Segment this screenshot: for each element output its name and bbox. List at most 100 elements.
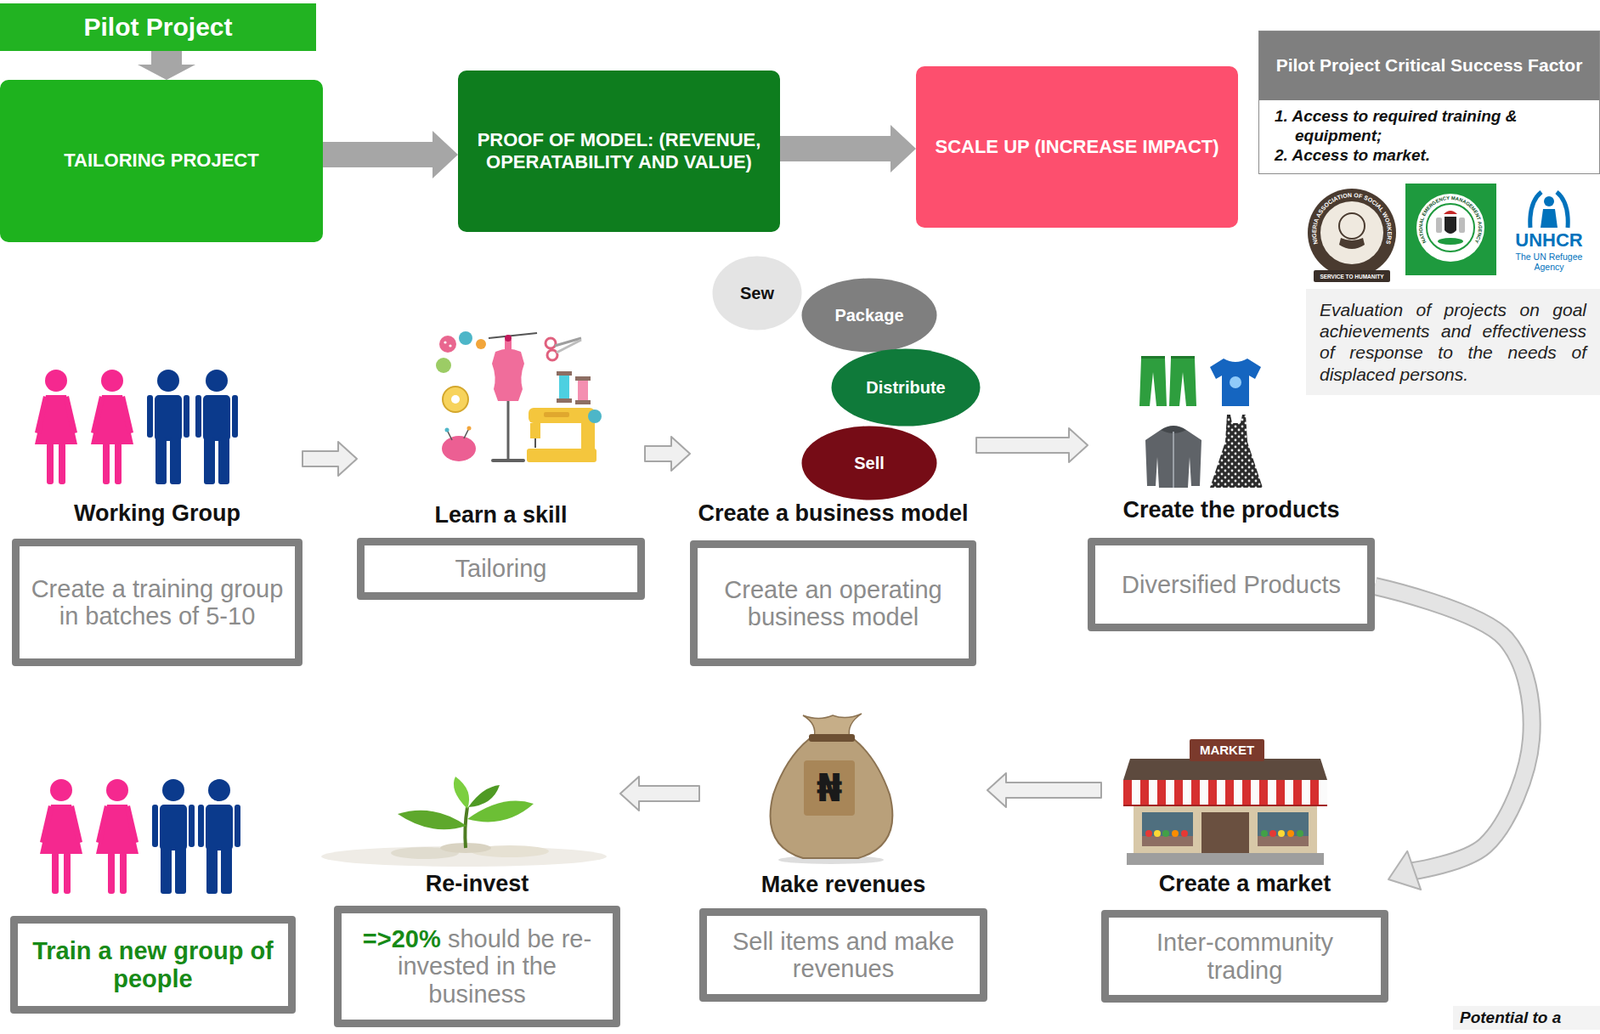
note-text: Evaluation of projects on goal achieveme… (1319, 299, 1587, 385)
process-step: Make revenuesSell items and make revenue… (699, 705, 988, 1002)
step-box: Create a training group in batches of 5-… (11, 538, 303, 667)
flow-arrow (976, 428, 1088, 463)
ellipse-label: Package (834, 305, 904, 326)
plant-illustration (397, 810, 467, 830)
sewing-kit-illustration (547, 350, 558, 361)
step-text-line: Sell items and make revenues (732, 927, 955, 983)
sewing-kit-illustration (587, 409, 602, 424)
flow-arrow (137, 50, 196, 80)
flow-arrow (620, 776, 700, 811)
step-heading: Learn a skill (305, 500, 696, 530)
nema-logo (1416, 193, 1485, 262)
box-label: SCALE UP (INCREASE IMPACT) (934, 135, 1219, 159)
sewing-kit-illustration (543, 412, 570, 418)
step-text-line: =>20% (362, 925, 441, 953)
sewing-kit-illustration (439, 335, 457, 353)
market-illustration (1123, 758, 1328, 781)
sign-text: MARKET (1189, 740, 1265, 761)
flow-arrow (1374, 586, 1533, 890)
sewing-kit-illustration (545, 338, 556, 349)
market-illustration (1142, 836, 1193, 847)
nasw-logo (1339, 213, 1365, 239)
logo-text: UNHCR (1503, 229, 1595, 251)
money-bag-illustration (808, 734, 855, 742)
sewing-kit-illustration (458, 331, 473, 345)
sewing-kit-illustration (435, 357, 452, 374)
ellipse-label: Sell (853, 453, 885, 474)
clothes-illustration (1139, 358, 1167, 407)
step-text-line: Tailoring (455, 554, 548, 583)
footer-note: Potential to a (1453, 1006, 1600, 1030)
unhcr-logo (1503, 183, 1595, 278)
ellipse-label: Sew (740, 283, 775, 304)
ellipse-fill (802, 426, 938, 501)
nasw-logo (1320, 201, 1384, 265)
step-text-line: Create a training group in batches of 5-… (31, 575, 284, 630)
ellipse-fill (831, 349, 981, 427)
market-illustration (1257, 836, 1309, 847)
sewing-kit-illustration (445, 428, 450, 433)
step-box: =>20%should be re-invested in the busine… (333, 905, 621, 1028)
market-illustration (1189, 739, 1265, 762)
sewing-kit-illustration (475, 339, 487, 350)
box-label: Train a new group of people (26, 937, 280, 993)
block-arrow (620, 776, 700, 811)
step-box: Create an operating business model (689, 540, 977, 667)
nema-logo (1458, 217, 1465, 233)
money-bag-illustration (802, 713, 862, 738)
logo-text-group: NIGERIA ASSOCIATION OF SOCIAL WORKERSSER… (1311, 192, 1393, 280)
success-factor-panel: Pilot Project Critical Success Factor1. … (1258, 30, 1600, 175)
step-heading: Re-invest (282, 869, 672, 899)
step-text: Create a training group in batches of 5-… (28, 575, 287, 631)
clothes-illustration (1209, 414, 1263, 488)
market-illustration (1153, 830, 1161, 837)
panel-header: Pilot Project Critical Success Factor (1259, 31, 1600, 101)
logo-text: NATIONAL EMERGENCY MANAGEMENT AGENCY (1418, 195, 1483, 244)
clothes-illustration (1172, 431, 1175, 488)
logo-text: SERVICE TO HUMANITY (1319, 273, 1385, 280)
ellipse-fill (712, 256, 803, 331)
flow-arrow (644, 436, 690, 471)
sewing-kit-illustration (443, 340, 447, 344)
sewing-kit-illustration (507, 401, 510, 459)
people-icon (39, 779, 241, 894)
unhcr-logo (1540, 209, 1558, 228)
sewing-kit-illustration (556, 371, 572, 376)
clothes-illustration (1209, 358, 1261, 407)
sewing-kit-illustration (488, 333, 538, 339)
step-box: Inter-community trading (1101, 910, 1389, 1003)
market-illustration (1201, 812, 1250, 854)
nasw-logo (1313, 270, 1391, 283)
clothes-illustration (1229, 376, 1242, 389)
step-text: =>20%should be re-invested in the busine… (350, 925, 605, 1008)
market-illustration (1269, 830, 1277, 837)
market-illustration (1123, 780, 1328, 806)
box-label: PROOF OF MODEL: (REVENUE, OPERATABILITY … (471, 129, 767, 175)
market-illustration (1171, 830, 1179, 837)
step-text-line: Diversified Products (1121, 571, 1341, 599)
sewing-kit-illustration (575, 400, 591, 405)
plant-illustration (321, 776, 607, 867)
market-illustration (1142, 812, 1193, 847)
market-illustration (1277, 830, 1285, 837)
plant-illustration (468, 785, 500, 808)
arrow-head (1388, 851, 1421, 890)
nema-logo (1426, 203, 1475, 252)
process-step: Create the productsDiversified Products (1087, 356, 1375, 632)
step-text-line: Create an operating business model (723, 576, 942, 631)
nema-logo (1405, 183, 1497, 276)
market-illustration (1123, 739, 1328, 866)
unhcr-logo (1543, 196, 1555, 207)
sewing-kit-illustration (556, 398, 572, 403)
clothes-illustration (1169, 358, 1197, 407)
sewing-kit-illustration (504, 334, 512, 342)
sewing-kit-illustration (448, 344, 452, 347)
sewing-kit-illustration (528, 407, 595, 424)
step-ellipse: Distribute (831, 348, 981, 427)
plant-illustration (464, 807, 468, 849)
flow-arrow (780, 124, 916, 173)
process-box: SCALE UP (INCREASE IMPACT) (915, 66, 1239, 228)
clothes-illustration (1145, 429, 1202, 488)
curved-arrow-body (1374, 586, 1533, 871)
